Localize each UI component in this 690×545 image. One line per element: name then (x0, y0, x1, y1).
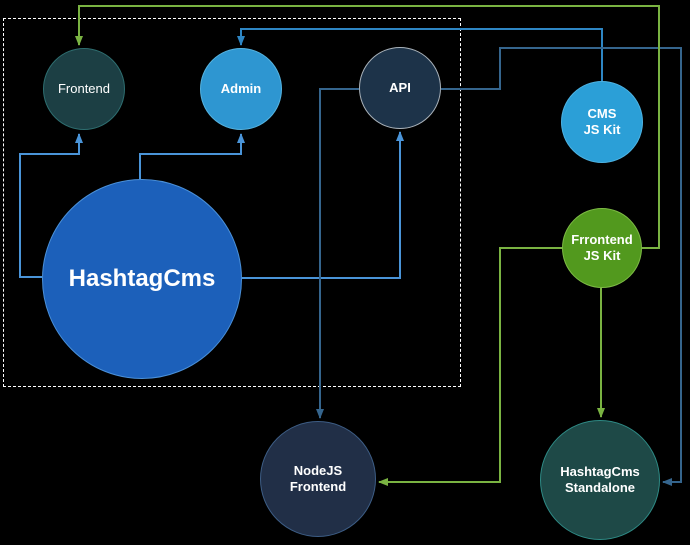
node-admin-label: Admin (220, 81, 262, 96)
node-frontend-label: Frontend (57, 81, 111, 96)
node-frontend: Frontend (43, 48, 125, 130)
dashed-boundary-box (3, 18, 461, 387)
node-frrontend-js-kit-label: Frrontend JS Kit (571, 232, 633, 263)
connector-hashtagcms-to-api (242, 131, 404, 279)
node-cms-js-kit-label: CMS JS Kit (583, 106, 621, 137)
node-api: API (359, 47, 441, 129)
node-api-label: API (389, 80, 411, 95)
node-nodejs-frontend-label: NodeJS Frontend (289, 463, 347, 494)
connector-api-to-hashtagcms-standalone (441, 47, 682, 486)
node-nodejs-frontend: NodeJS Frontend (260, 421, 376, 537)
connector-hashtagcms-to-frontend (19, 133, 83, 278)
connector-cms-js-kit-to-admin (237, 28, 603, 81)
connector-frrontend-js-kit-to-nodejs-frontend (378, 247, 562, 486)
connector-api-to-nodejs-frontend (316, 88, 359, 419)
node-hashtagcms-standalone-label: HashtagCms Standalone (560, 464, 640, 495)
node-hashtagcms-label: HashtagCms (68, 265, 216, 292)
node-hashtagcms: HashtagCms (42, 179, 242, 379)
node-frrontend-js-kit: Frrontend JS Kit (562, 208, 642, 288)
node-admin: Admin (200, 48, 282, 130)
connector-frrontend-js-kit-to-frontend (75, 5, 660, 249)
node-hashtagcms-standalone: HashtagCms Standalone (540, 420, 660, 540)
node-cms-js-kit: CMS JS Kit (561, 81, 643, 163)
connector-hashtagcms-to-admin (139, 133, 245, 179)
